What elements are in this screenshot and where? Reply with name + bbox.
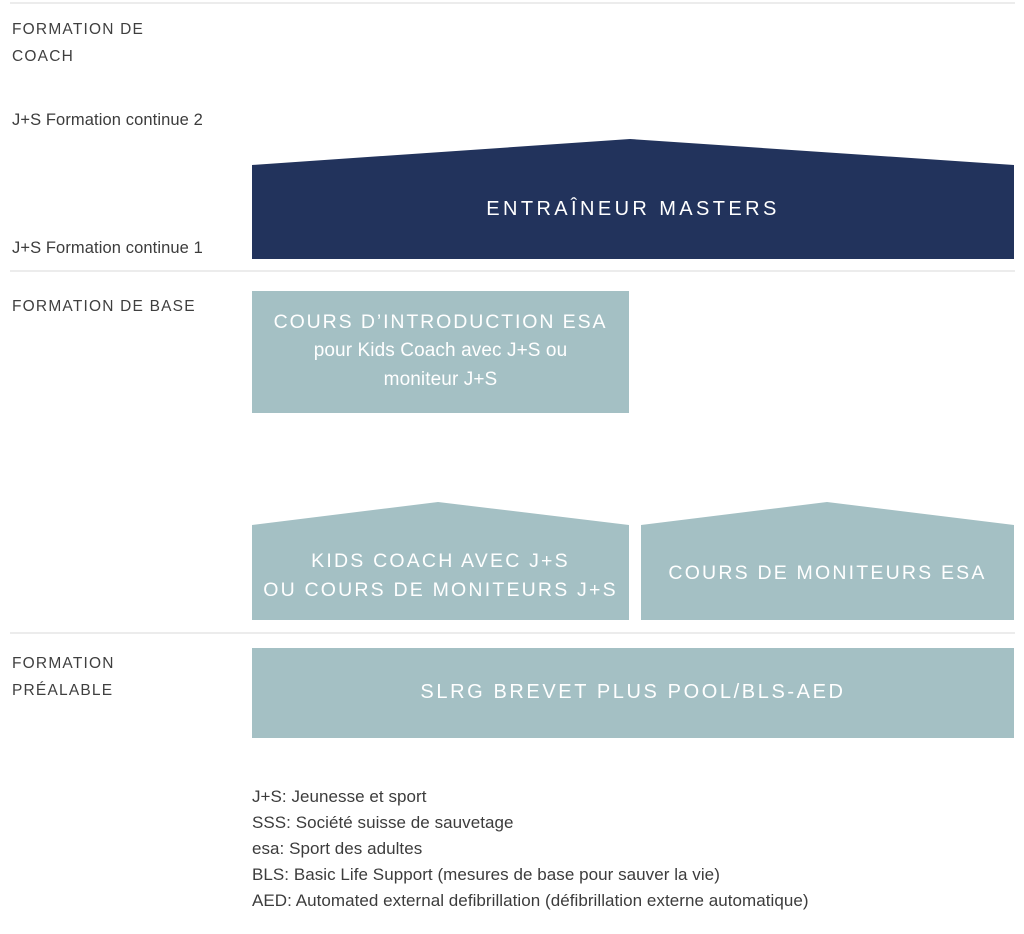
legend-line: SSS: Société suisse de sauvetage	[252, 813, 514, 832]
legend-line: AED: Automated external defibrillation (…	[252, 891, 809, 910]
divider-formation-prealable	[10, 632, 1015, 634]
shape-label-intro-esa-line3: moniteur J+S	[383, 369, 498, 390]
note-js-formation-continue-2: J+S Formation continue 2	[12, 111, 203, 129]
legend-abbreviations: J+S: Jeunesse et sport SSS: Société suis…	[252, 784, 992, 914]
note-js-formation-continue-1: J+S Formation continue 1	[12, 239, 203, 257]
divider-formation-de-base	[10, 270, 1015, 272]
shape-entraineur-masters[interactable]: ENTRAÎNEUR MASTERS	[252, 139, 1014, 259]
shape-label-intro-esa-line2: pour Kids Coach avec J+S ou	[313, 340, 568, 361]
roof-shape	[641, 502, 1014, 620]
shape-label-intro-esa-line1: COURS D’INTRODUCTION ESA	[273, 311, 608, 333]
row-label-formation-de-base: FORMATION DE BASE	[12, 298, 196, 315]
roof-shape	[252, 502, 629, 620]
shape-kids-coach-avec-js[interactable]: KIDS COACH AVEC J+S OU COURS DE MONITEUR…	[252, 502, 629, 620]
shape-label-slrg-brevet: SLRG BREVET PLUS POOL/BLS-AED	[420, 681, 846, 703]
legend-line: BLS: Basic Life Support (mesures de base…	[252, 865, 720, 884]
shape-cours-introduction-esa[interactable]: COURS D’INTRODUCTION ESA pour Kids Coach…	[252, 291, 629, 413]
divider-top	[10, 2, 1015, 4]
row-label-formation-prealable: FORMATION PRÉALABLE	[12, 655, 115, 699]
legend-line: esa: Sport des adultes	[252, 839, 423, 858]
row-label-formation-de-coach: FORMATION DE COACH	[12, 21, 145, 65]
shape-cours-de-moniteurs-esa[interactable]: COURS DE MONITEURS ESA	[641, 502, 1014, 620]
roof-banner-shape	[252, 139, 1014, 259]
legend-line: J+S: Jeunesse et sport	[252, 787, 427, 806]
shape-slrg-brevet-plus-pool[interactable]: SLRG BREVET PLUS POOL/BLS-AED	[252, 648, 1014, 738]
